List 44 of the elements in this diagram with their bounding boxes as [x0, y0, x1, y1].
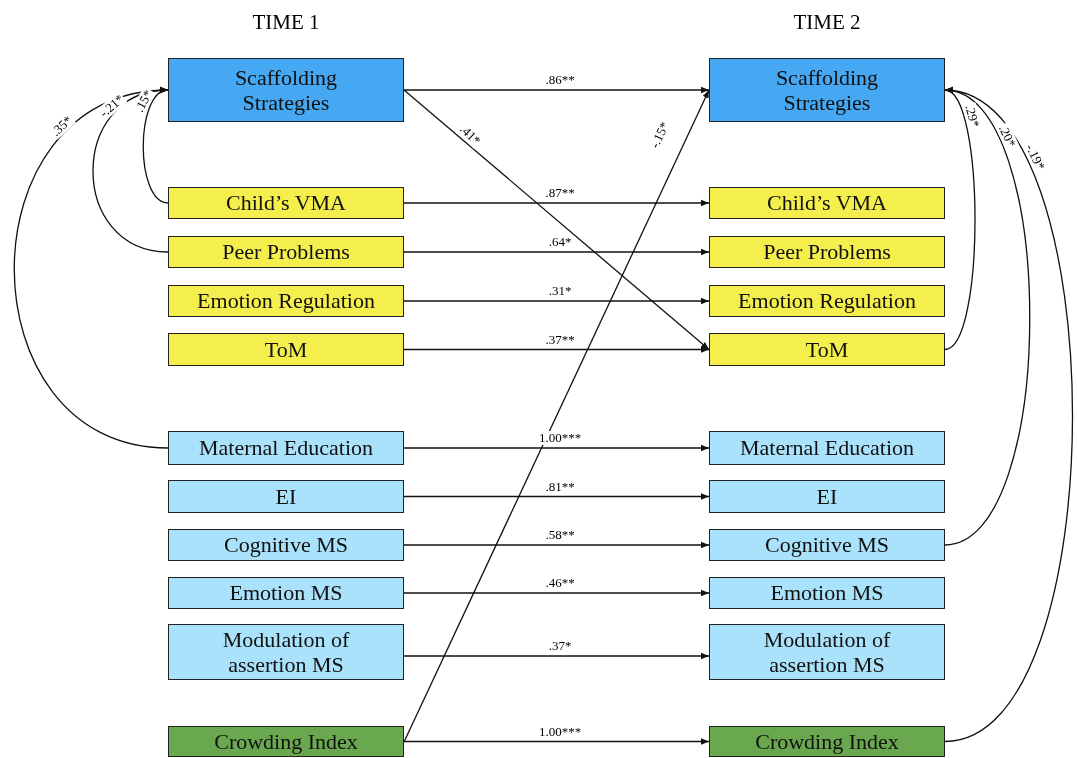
arrow: [403, 199, 710, 207]
arrow: [403, 444, 710, 452]
variable-box: EI: [709, 480, 945, 513]
arrow: [403, 589, 710, 597]
variable-box: Emotion Regulation: [709, 285, 945, 317]
variable-box: Emotion MS: [709, 577, 945, 609]
column-heading: TIME 2: [793, 10, 861, 35]
variable-box: ToM: [709, 333, 945, 366]
variable-box: Child’s VMA: [168, 187, 404, 219]
arrow: [142, 89, 169, 204]
variable-box: Cognitive MS: [168, 529, 404, 561]
arrow: [403, 86, 710, 94]
variable-box: Maternal Education: [709, 431, 945, 465]
variable-box: Emotion MS: [168, 577, 404, 609]
arrow: [403, 89, 710, 351]
arrow: [944, 89, 976, 351]
arrow: [403, 541, 710, 549]
variable-box: Scaffolding Strategies: [168, 58, 404, 122]
arrow: [13, 88, 169, 449]
variable-box: Crowding Index: [709, 726, 945, 757]
variable-box: Scaffolding Strategies: [709, 58, 945, 122]
arrow: [403, 493, 710, 500]
variable-box: Peer Problems: [709, 236, 945, 268]
variable-box: Maternal Education: [168, 431, 404, 465]
arrow: [403, 248, 710, 256]
variable-box: Child’s VMA: [709, 187, 945, 219]
arrow: [403, 652, 710, 660]
arrow: [944, 89, 1031, 546]
arrow: [403, 738, 710, 745]
variable-box: Emotion Regulation: [168, 285, 404, 317]
edge-label: .20*: [995, 122, 1019, 151]
variable-box: Modulation of assertion MS: [709, 624, 945, 680]
edge-label: 1.00***: [537, 431, 583, 446]
variable-box: Peer Problems: [168, 236, 404, 268]
column-heading: TIME 1: [252, 10, 320, 35]
arrow: [403, 297, 710, 305]
variable-box: Cognitive MS: [709, 529, 945, 561]
arrow: [403, 346, 710, 353]
arrow: [944, 89, 1074, 743]
variable-box: ToM: [168, 333, 404, 366]
arrow: [403, 89, 710, 743]
variable-box: Crowding Index: [168, 726, 404, 757]
variable-box: EI: [168, 480, 404, 513]
variable-box: Modulation of assertion MS: [168, 624, 404, 680]
